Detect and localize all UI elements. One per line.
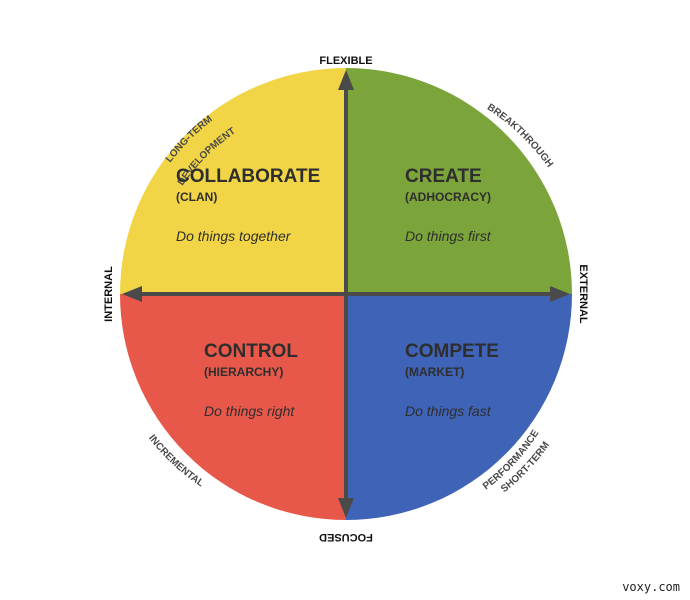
quadrant-control (120, 294, 346, 520)
control-subtitle: (HIERARCHY) (204, 365, 283, 379)
control-motto: Do things right (204, 403, 295, 419)
quadrant-compete (346, 294, 572, 520)
arrowhead-down-icon (338, 498, 354, 518)
quadrant-create (346, 68, 572, 294)
axis-label-focused: FOCUSED (319, 531, 373, 543)
compete-title: COMPETE (405, 341, 499, 362)
create-motto: Do things first (405, 228, 492, 244)
compete-motto: Do things fast (405, 403, 492, 419)
axis-label-external: EXTERNAL (577, 264, 589, 324)
create-title: CREATE (405, 166, 482, 187)
collaborate-title: COLLABORATE (176, 166, 320, 187)
axis-label-internal: INTERNAL (103, 266, 115, 322)
axes-arrows (122, 70, 570, 518)
create-subtitle: (ADHOCRACY) (405, 190, 491, 204)
arrowhead-right-icon (550, 286, 570, 302)
arrowhead-left-icon (122, 286, 142, 302)
arrowhead-up-icon (338, 70, 354, 90)
compete-subtitle: (MARKET) (405, 365, 464, 379)
axis-label-flexible: FLEXIBLE (319, 55, 372, 67)
collaborate-motto: Do things together (176, 228, 292, 244)
quadrant-collaborate (120, 68, 346, 294)
collaborate-subtitle: (CLAN) (176, 190, 217, 204)
control-title: CONTROL (204, 341, 298, 362)
watermark-text: voxy.com (622, 580, 680, 594)
